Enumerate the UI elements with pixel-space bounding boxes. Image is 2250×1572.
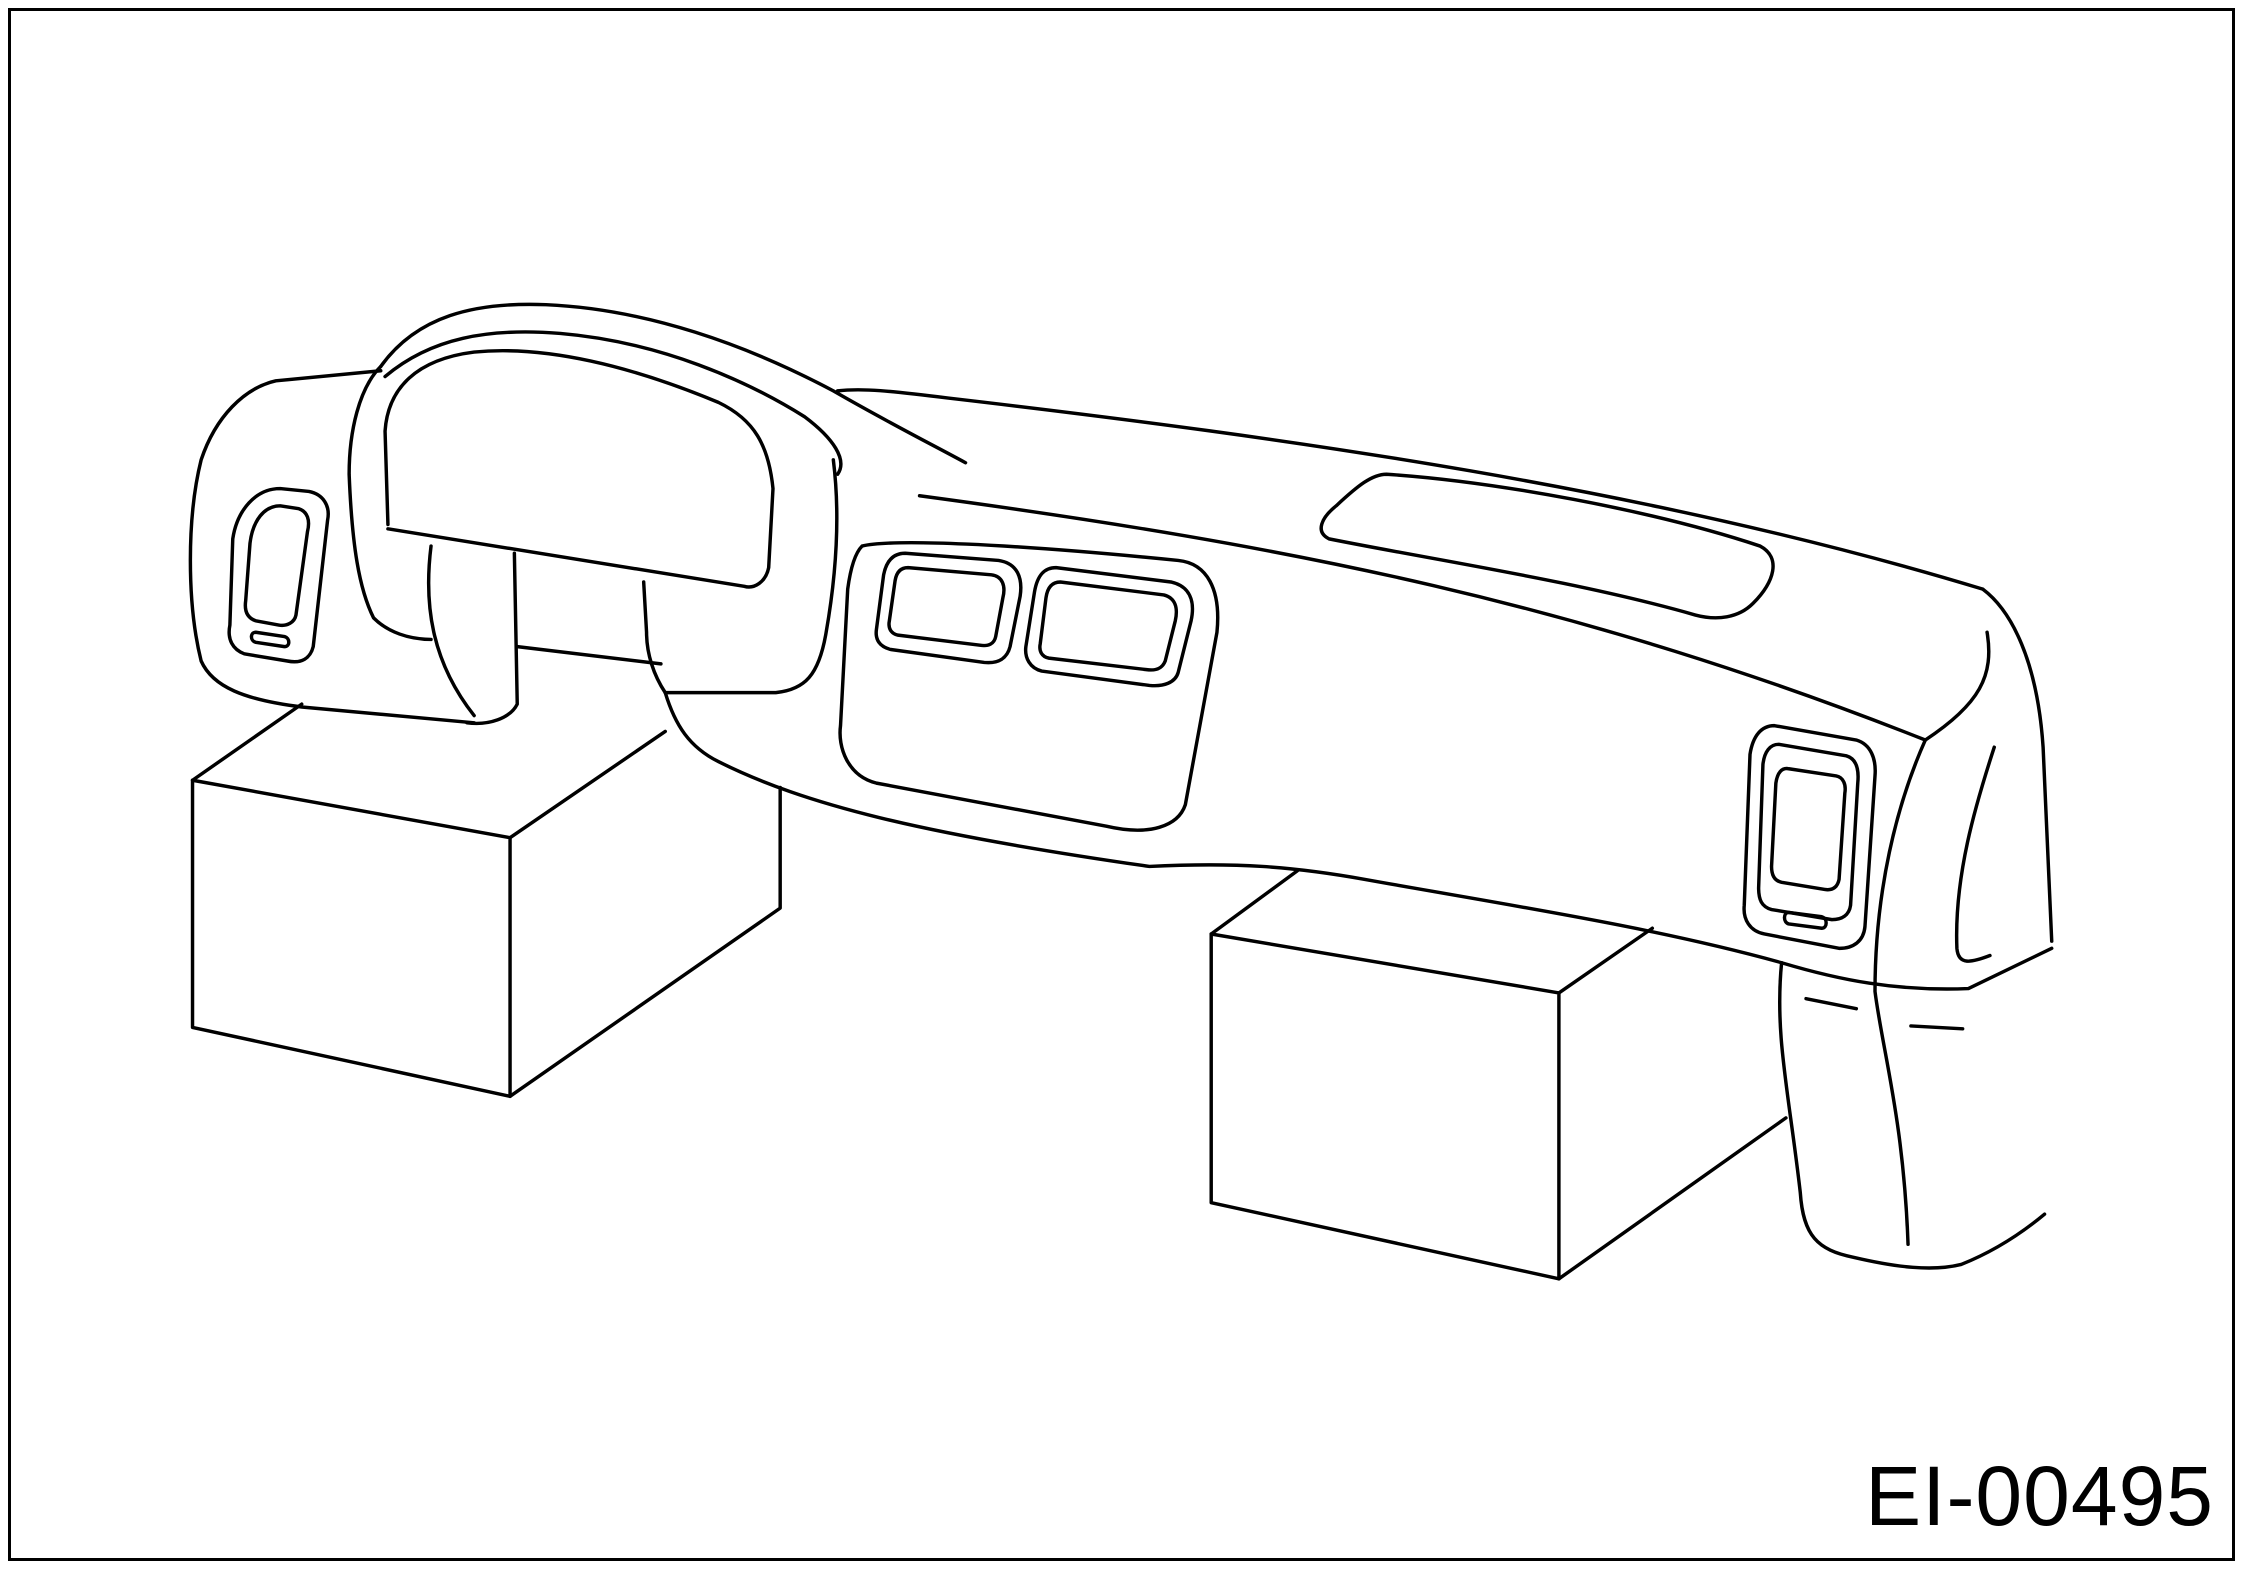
hood-inner [383, 330, 843, 476]
cluster-surround-right [663, 458, 839, 695]
dash-right-inner-curve [1923, 630, 1991, 742]
left-support-block [190, 702, 782, 1099]
right-block-front-face [1209, 932, 1561, 1281]
center-vent-left-outer [874, 551, 1023, 665]
center-vent-left-inner [887, 565, 1006, 648]
right-panel-mark-1 [1804, 996, 1859, 1011]
instrument-hood [347, 302, 968, 695]
center-console-bezel [838, 541, 1220, 832]
hood-outer [379, 302, 968, 465]
dash-top-edge [835, 388, 1985, 591]
right-air-vent [1742, 723, 1877, 951]
center-air-vent-left [874, 551, 1023, 665]
right-block-top-face [1209, 869, 1655, 995]
right-vent-knob [1782, 910, 1828, 930]
right-panel-bottom [1777, 961, 2047, 1270]
right-vertical-strip [1873, 738, 1928, 1247]
cluster-face [383, 348, 775, 589]
top-tray [1319, 472, 1775, 620]
left-air-vent [227, 486, 330, 664]
left-vent-knob [249, 630, 291, 649]
right-panel-mark-2 [1909, 1024, 1965, 1031]
left-block-front-face [190, 778, 512, 1099]
right-support-block [1209, 869, 1788, 1281]
dash-under-line [515, 644, 663, 666]
dash-front-crease [917, 494, 1928, 742]
column-left [426, 544, 476, 718]
column-right [465, 551, 519, 726]
right-vent-inner [1769, 766, 1847, 892]
steering-column [426, 544, 519, 726]
center-vent-right-inner [1038, 580, 1179, 672]
center-vent-right-outer [1023, 565, 1195, 688]
left-vent-outer [227, 486, 330, 664]
left-end-outline [188, 369, 476, 725]
dash-left-lower [641, 580, 667, 695]
right-vertical-inner [1954, 745, 1996, 963]
right-block-side-face [1557, 1116, 1788, 1281]
cluster-surround-left [347, 364, 433, 642]
left-block-top-face [190, 702, 667, 840]
left-vent-inner [243, 504, 311, 628]
dash-left-end [188, 369, 476, 725]
right-vent-outer [1742, 723, 1877, 951]
right-vent-mid [1756, 742, 1860, 922]
figure-frame [8, 8, 2235, 1561]
dashboard-body [515, 388, 2054, 1270]
figure-code: EI-00495 [1865, 1449, 2214, 1543]
center-air-vent-right [1023, 565, 1195, 688]
left-block-side-face [508, 785, 782, 1099]
dash-lower-edge [663, 690, 2054, 991]
dash-right-end [1981, 587, 2054, 943]
